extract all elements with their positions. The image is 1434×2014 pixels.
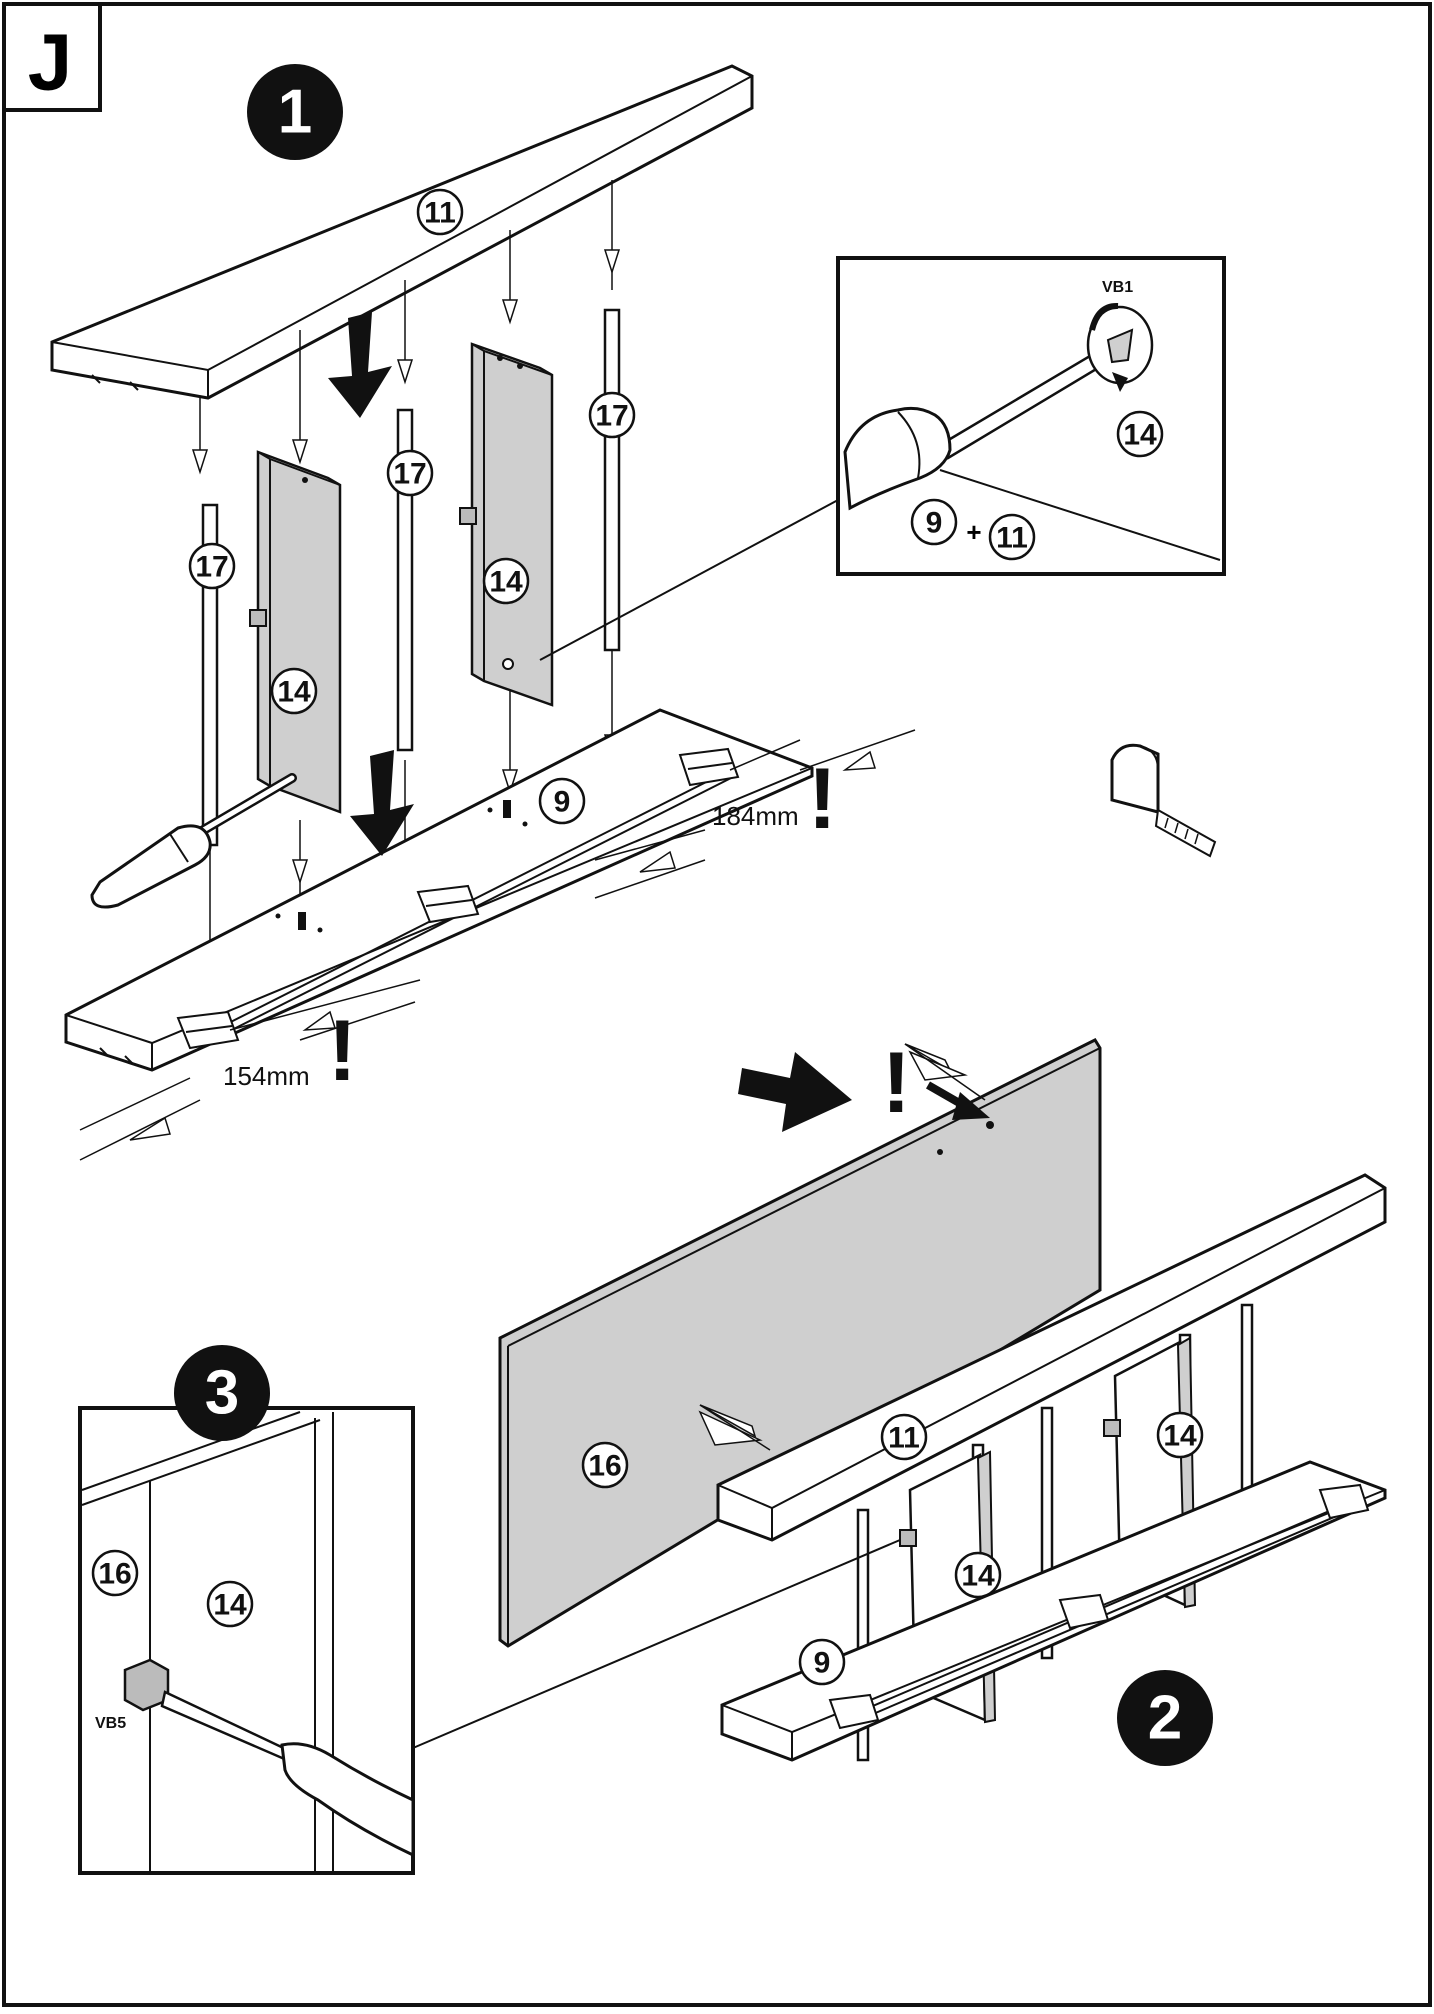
part-label-14-left: 14 — [270, 667, 318, 715]
step-3-badge: 3 — [174, 1345, 270, 1441]
dowels-bottom — [275, 800, 528, 933]
part-label-11-inset: 11 — [988, 513, 1036, 561]
svg-text:14: 14 — [1123, 419, 1157, 452]
part-label-16: 16 — [581, 1441, 629, 1489]
part-label-14-right: 14 — [482, 557, 530, 605]
arrow-right-icon — [738, 1052, 852, 1132]
step-2-badge: 2 — [1117, 1670, 1213, 1766]
part-label-9-assembled: 9 — [798, 1638, 846, 1686]
svg-text:17: 17 — [393, 458, 426, 491]
svg-text:14: 14 — [277, 676, 311, 709]
svg-text:!: ! — [882, 1035, 911, 1131]
svg-text:!: ! — [328, 1003, 357, 1099]
part-label-14-inset: 14 — [1116, 410, 1164, 458]
rod-17-right — [603, 308, 621, 652]
detail-inset-vb5: VB5 — [78, 1406, 901, 1875]
step-2-number: 2 — [1148, 1684, 1182, 1753]
svg-text:9: 9 — [926, 507, 943, 540]
svg-text:17: 17 — [195, 551, 228, 584]
part-label-14-inset-step3: 14 — [206, 1580, 254, 1628]
step-1-number: 1 — [278, 78, 312, 147]
svg-text:9: 9 — [814, 1647, 831, 1680]
combo-plus: + — [966, 517, 981, 547]
part-label-16-inset: 16 — [91, 1549, 139, 1597]
top-board-11 — [50, 64, 754, 400]
warning-icon-154: ! — [328, 1003, 357, 1099]
screwdriver-icon — [90, 773, 297, 909]
part-label-17-middle: 17 — [386, 449, 434, 497]
dimension-154mm: 154mm — [79, 979, 421, 1161]
hinges-step2 — [828, 1483, 1370, 1730]
part-label-9-step1: 9 — [538, 777, 586, 825]
step-3-number: 3 — [205, 1359, 239, 1428]
svg-text:11: 11 — [424, 197, 456, 230]
arrow-down-icon-lower — [350, 750, 414, 856]
dimension-154mm-text: 154mm — [223, 1061, 310, 1091]
back-panel-16 — [498, 1038, 1102, 1648]
svg-text:14: 14 — [213, 1589, 247, 1622]
svg-text:!: ! — [808, 751, 837, 847]
dimension-184mm-text: 184mm — [712, 801, 799, 831]
part-label-9-inset: 9 — [910, 498, 958, 546]
svg-text:11: 11 — [888, 1422, 920, 1455]
divider-panel-14-left — [249, 450, 342, 814]
fitting-label-vb1: VB1 — [1102, 279, 1133, 296]
svg-text:11: 11 — [996, 522, 1028, 555]
arrow-down-icon — [328, 312, 392, 418]
detail-inset-vb1: VB1 — [539, 256, 1226, 661]
part-label-17-right: 17 — [588, 391, 636, 439]
svg-text:9: 9 — [554, 786, 571, 819]
hinges-step1 — [176, 747, 740, 1050]
part-label-11-top: 11 — [416, 188, 464, 236]
part-label-17-left: 17 — [188, 542, 236, 590]
section-letter-box: J — [2, 2, 102, 112]
warning-icon-back-panel: ! — [882, 1035, 990, 1131]
svg-text:16: 16 — [588, 1450, 621, 1483]
rotate-arrow-icon — [1089, 302, 1119, 331]
dimension-184mm: 184mm — [594, 729, 916, 899]
part-label-14-assembled-right: 14 — [1156, 1411, 1204, 1459]
warning-icon-184: ! — [808, 751, 837, 847]
svg-text:14: 14 — [1163, 1420, 1197, 1453]
part-label-11-assembled: 11 — [880, 1413, 928, 1461]
step-1-badge: 1 — [247, 64, 343, 160]
svg-text:14: 14 — [961, 1560, 995, 1593]
svg-text:17: 17 — [595, 400, 628, 433]
divider-panel-14-right — [459, 342, 554, 707]
svg-text:14: 14 — [489, 566, 523, 599]
tape-measure-icon — [1110, 743, 1217, 858]
svg-text:16: 16 — [98, 1558, 131, 1591]
part-label-14-assembled-left: 14 — [954, 1551, 1002, 1599]
fitting-label-vb5: VB5 — [95, 1715, 126, 1732]
section-letter: J — [28, 18, 73, 107]
